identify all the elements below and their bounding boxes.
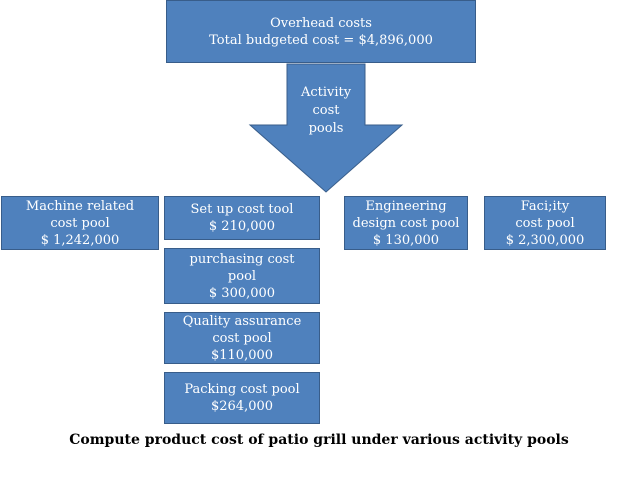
arrow-label-line2: cost [312, 103, 340, 118]
purchasing-cost-pool-box: purchasing cost pool $ 300,000 [164, 248, 320, 304]
quality-pool-amount: $110,000 [210, 347, 274, 363]
machine-pool-line2: cost pool [50, 215, 110, 231]
arrow-shape [248, 63, 404, 193]
machine-related-pool-box: Machine related cost pool $ 1,242,000 [1, 196, 159, 250]
quality-pool-line2: cost pool [212, 330, 272, 346]
purchasing-pool-line1: purchasing cost [189, 251, 295, 267]
packing-pool-amount: $264,000 [210, 399, 274, 414]
purchasing-pool-amount: $ 300,000 [208, 285, 276, 301]
packing-pool-line1: Packing cost pool [184, 382, 300, 397]
quality-pool-line1: Quality assurance [182, 313, 302, 329]
overhead-total: Total budgeted cost = $4,896,000 [209, 32, 433, 48]
setup-pool-amount: $ 210,000 [208, 219, 276, 234]
caption-text: Compute product cost of patio grill unde… [69, 432, 569, 448]
facility-pool-line2: cost pool [515, 215, 575, 231]
engineering-pool-amount: $ 130,000 [372, 232, 440, 248]
purchasing-pool-line2: pool [227, 268, 257, 284]
arrow-label: Activity cost pools [290, 84, 362, 138]
overhead-title: Overhead costs [270, 15, 372, 31]
setup-cost-pool-box: Set up cost tool $ 210,000 [164, 196, 320, 240]
arrow-label-line1: Activity [300, 85, 352, 100]
activity-cost-pools-arrow [248, 63, 404, 193]
setup-pool-line1: Set up cost tool [190, 202, 294, 217]
overhead-costs-box: Overhead costs Total budgeted cost = $4,… [166, 0, 476, 63]
facility-pool-line1: Faci;ity [520, 198, 570, 214]
facility-cost-pool-box: Faci;ity cost pool $ 2,300,000 [484, 196, 606, 250]
machine-pool-line1: Machine related [25, 198, 135, 214]
engineering-pool-line2: design cost pool [352, 215, 460, 231]
machine-pool-amount: $ 1,242,000 [40, 232, 120, 248]
arrow-label-line3: pools [308, 121, 344, 136]
engineering-design-pool-box: Engineering design cost pool $ 130,000 [344, 196, 468, 250]
engineering-pool-line1: Engineering [365, 198, 447, 214]
quality-assurance-pool-box: Quality assurance cost pool $110,000 [164, 312, 320, 364]
packing-cost-pool-box: Packing cost pool $264,000 [164, 372, 320, 424]
facility-pool-amount: $ 2,300,000 [505, 232, 585, 248]
